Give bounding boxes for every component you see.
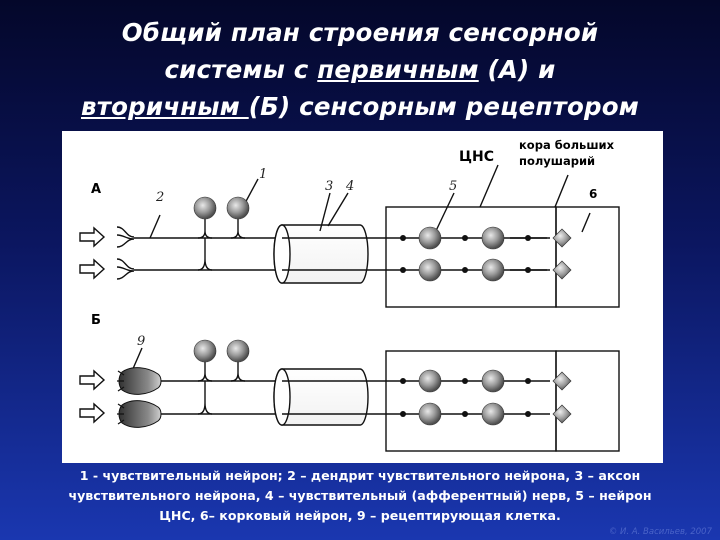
cortex-label-line-2: полушарий — [519, 154, 596, 168]
cns-box-b — [385, 350, 557, 452]
receptor-cell-b2 — [117, 400, 162, 428]
stimulus-arrow-a2 — [79, 258, 106, 280]
legend-caption: 1 - чувствительный нейрон; 2 – дендрит ч… — [12, 466, 708, 526]
cortical-neuron-a2 — [552, 260, 572, 280]
cns-neuron-a2 — [481, 226, 505, 250]
diagram-panel: ЦНС кора больших полушарий А Б 1 2 3 4 5… — [62, 131, 663, 463]
stem-b2 — [230, 362, 246, 382]
title-line-3-end: (Б) сенсорным рецептором — [248, 92, 639, 121]
cortex-label: кора больших полушарий — [519, 137, 614, 169]
cortical-neuron-b1 — [552, 371, 572, 391]
copyright-credit: © И. А. Васильев, 2007 — [608, 527, 712, 537]
sensory-neuron-a2 — [226, 196, 250, 220]
stem-a2 — [230, 219, 246, 239]
stimulus-arrow-b2 — [79, 402, 106, 424]
title-line-2: системы с первичным (А) и — [20, 51, 700, 88]
title-primary-word: первичным — [317, 55, 479, 84]
sensory-system-diagram — [79, 164, 620, 452]
receptor-cell-b1 — [117, 367, 162, 395]
label-2: 2 — [156, 190, 165, 205]
title-line-1: Общий план строения сенсорной — [121, 18, 599, 47]
cortex-label-line-1: кора больших — [519, 138, 615, 152]
cortex-box-b — [555, 350, 620, 452]
label-6: 6 — [589, 187, 598, 201]
cns-neuron-a1 — [418, 226, 442, 250]
section-b-label: Б — [91, 313, 101, 328]
label-1: 1 — [259, 167, 268, 182]
cortical-neuron-b2 — [552, 404, 572, 424]
label-9: 9 — [137, 334, 146, 349]
cns-neuron-a4 — [481, 258, 505, 282]
stimulus-arrow-a1 — [79, 226, 106, 248]
caption-line-2: чувствительного нейрона, 4 – чувствитель… — [68, 488, 652, 503]
nerve-ending-a2 — [116, 258, 135, 280]
cns-label: ЦНС — [459, 149, 494, 165]
title-line-2-start: системы с — [164, 55, 318, 84]
section-a-label: А — [91, 182, 102, 197]
title-line-2-end: (А) и — [478, 55, 556, 84]
title-line-3: вторичным (Б) сенсорным рецептором — [20, 88, 700, 125]
label-3: 3 — [325, 179, 334, 194]
cns-box-a — [385, 206, 557, 308]
cns-neuron-a3 — [418, 258, 442, 282]
stem-a1 — [197, 219, 213, 271]
sensory-neuron-a1 — [193, 196, 217, 220]
stimulus-arrow-b1 — [79, 369, 106, 391]
sensory-neuron-b2 — [226, 339, 250, 363]
title-secondary-word: вторичным — [81, 92, 249, 121]
label-4: 4 — [346, 179, 355, 194]
cns-neuron-b3 — [418, 402, 442, 426]
cns-neuron-b1 — [418, 369, 442, 393]
caption-line-1: 1 - чувствительный нейрон; 2 – дендрит ч… — [79, 468, 641, 483]
cortical-neuron-a1 — [552, 228, 572, 248]
stem-b1 — [197, 362, 213, 415]
label-5: 5 — [449, 179, 458, 194]
sensory-neuron-b1 — [193, 339, 217, 363]
cns-neuron-b2 — [481, 369, 505, 393]
cortex-box-a — [555, 206, 620, 308]
slide-title: Общий план строения сенсорной системы с … — [20, 14, 700, 125]
nerve-ending-a1 — [116, 226, 135, 248]
cns-neuron-b4 — [481, 402, 505, 426]
caption-line-3: ЦНС, 6– корковый нейрон, 9 – рецептирующ… — [159, 508, 561, 523]
